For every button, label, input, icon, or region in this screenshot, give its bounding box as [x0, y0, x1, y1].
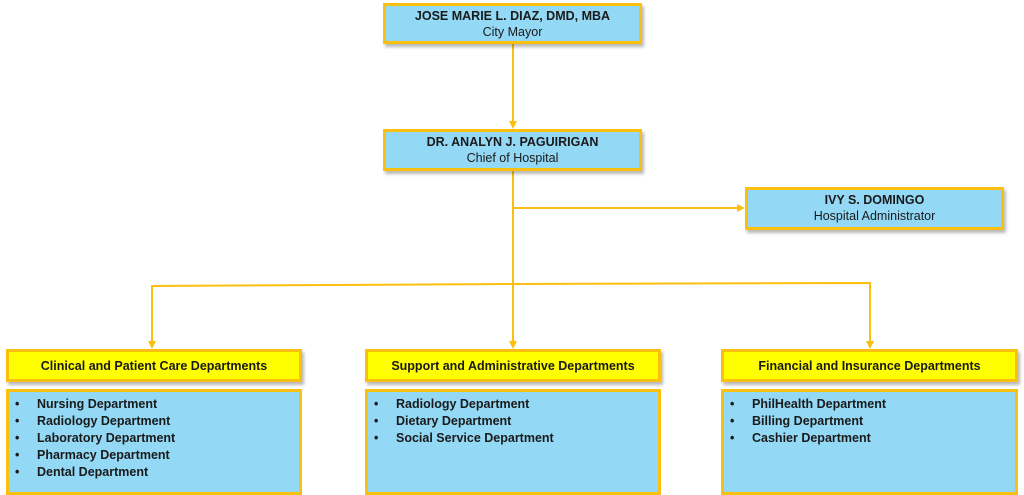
- department-name: Pharmacy Department: [37, 448, 170, 462]
- list-clinical-departments: • Nursing Department • Radiology Departmen…: [6, 389, 302, 495]
- bullet-icon: •: [730, 414, 735, 428]
- department-name: Cashier Department: [752, 431, 871, 445]
- chief-name: DR. ANALYN J. PAGUIRIGAN: [426, 135, 599, 149]
- bullet-icon: •: [15, 465, 20, 479]
- administrator-role: Hospital Administrator: [813, 209, 936, 223]
- list-item: • Radiology Department: [374, 396, 658, 413]
- list-item: • Laboratory Department: [15, 430, 299, 447]
- mayor-name: JOSE MARIE L. DIAZ, DMD, MBA: [414, 9, 611, 23]
- bullet-icon: •: [374, 414, 379, 428]
- clinical-title: Clinical and Patient Care Departments: [40, 358, 268, 373]
- list-financial-departments: • PhilHealth Department • Billing Departme…: [721, 389, 1018, 495]
- department-name: Radiology Department: [396, 397, 530, 411]
- department-name: Laboratory Department: [37, 431, 176, 445]
- department-name: Dental Department: [37, 465, 149, 479]
- node-chief-of-hospital: DR. ANALYN J. PAGUIRIGAN Chief of Hospit…: [383, 129, 642, 171]
- mayor-role: City Mayor: [482, 25, 543, 39]
- list-item: • Radiology Department: [15, 413, 299, 430]
- bullet-icon: •: [374, 397, 379, 411]
- header-financial-departments: Financial and Insurance Departments: [721, 349, 1018, 382]
- department-name: PhilHealth Department: [752, 397, 887, 411]
- bullet-icon: •: [15, 431, 20, 445]
- bullet-icon: •: [730, 397, 735, 411]
- bullet-icon: •: [15, 414, 20, 428]
- list-item: • Dental Department: [15, 464, 299, 481]
- list-item: • PhilHealth Department: [730, 396, 1015, 413]
- chief-role: Chief of Hospital: [466, 151, 559, 165]
- list-item: • Billing Department: [730, 413, 1015, 430]
- department-name: Nursing Department: [37, 397, 158, 411]
- administrator-name: IVY S. DOMINGO: [824, 193, 925, 207]
- list-item: • Social Service Department: [374, 430, 658, 447]
- bullet-icon: •: [374, 431, 379, 445]
- bullet-icon: •: [15, 397, 20, 411]
- header-support-departments: Support and Administrative Departments: [365, 349, 661, 382]
- list-support-departments: • Radiology Department • Dietary Departmen…: [365, 389, 661, 495]
- header-clinical-departments: Clinical and Patient Care Departments: [6, 349, 302, 382]
- list-item: • Dietary Department: [374, 413, 658, 430]
- connector-to-clinical: [148, 283, 514, 349]
- node-city-mayor: JOSE MARIE L. DIAZ, DMD, MBA City Mayor: [383, 3, 642, 44]
- department-name: Social Service Department: [396, 431, 554, 445]
- department-name: Billing Department: [752, 414, 864, 428]
- bullet-icon: •: [15, 448, 20, 462]
- bullet-icon: •: [730, 431, 735, 445]
- list-item: • Cashier Department: [730, 430, 1015, 447]
- department-name: Dietary Department: [396, 414, 512, 428]
- financial-title: Financial and Insurance Departments: [758, 358, 981, 373]
- connector-to-financial: [512, 281, 874, 349]
- list-item: • Nursing Department: [15, 396, 299, 413]
- node-hospital-administrator: IVY S. DOMINGO Hospital Administrator: [745, 187, 1004, 230]
- support-title: Support and Administrative Departments: [391, 358, 635, 373]
- list-item: • Pharmacy Department: [15, 447, 299, 464]
- department-name: Radiology Department: [37, 414, 171, 428]
